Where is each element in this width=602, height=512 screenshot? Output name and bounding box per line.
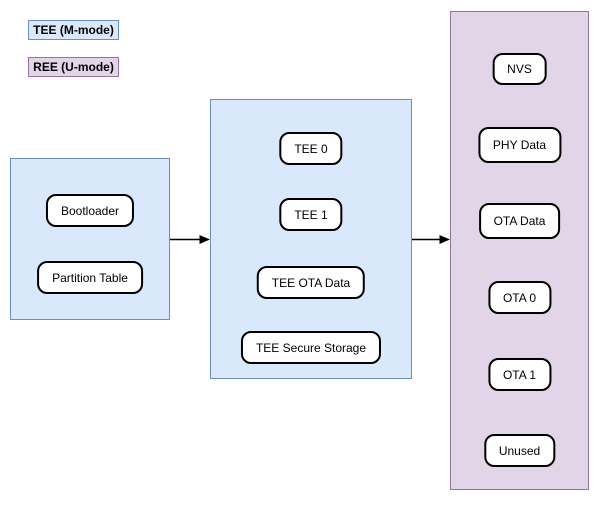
node-tee-ota-data: TEE OTA Data <box>256 266 366 299</box>
legend-ree-label: REE (U-mode) <box>33 60 114 74</box>
bootloader-group: Bootloader Partition Table <box>10 158 170 320</box>
node-bootloader-label: Bootloader <box>60 203 120 218</box>
node-nvs-label: NVS <box>507 62 532 76</box>
node-tee-0-label: TEE 0 <box>294 141 328 156</box>
node-tee-secure-storage-label: TEE Secure Storage <box>255 340 367 355</box>
node-ota-data: OTA Data <box>478 203 561 239</box>
arrow-bootloader-to-tee <box>170 235 210 244</box>
node-unused: Unused <box>483 434 556 467</box>
node-nvs: NVS <box>492 53 547 85</box>
node-unused-label: Unused <box>498 443 541 458</box>
arrow-tee-to-ree <box>412 235 450 244</box>
node-tee-0: TEE 0 <box>279 132 343 165</box>
node-ota-1-label: OTA 1 <box>502 367 537 382</box>
node-tee-secure-storage: TEE Secure Storage <box>240 331 382 364</box>
node-partition-table: Partition Table <box>37 261 143 294</box>
legend-tee-m-mode: TEE (M-mode) <box>28 20 119 40</box>
ree-group: NVS PHY Data OTA Data OTA 0 OTA 1 Unused <box>450 11 589 490</box>
node-tee-1-label: TEE 1 <box>294 207 328 222</box>
legend-tee-label: TEE (M-mode) <box>33 23 114 37</box>
node-bootloader: Bootloader <box>45 194 135 227</box>
node-ota-0-label: OTA 0 <box>502 290 537 305</box>
node-phy-data: PHY Data <box>477 127 562 163</box>
node-ota-0: OTA 0 <box>487 281 552 314</box>
node-ota-1: OTA 1 <box>487 358 552 391</box>
node-partition-table-label: Partition Table <box>52 270 128 285</box>
legend-ree-u-mode: REE (U-mode) <box>28 57 119 77</box>
node-tee-1: TEE 1 <box>279 198 343 231</box>
node-tee-ota-data-label: TEE OTA Data <box>271 275 351 290</box>
arrowhead-right-icon <box>439 235 450 244</box>
node-phy-data-label: PHY Data <box>492 138 547 152</box>
arrowhead-right-icon <box>199 235 210 244</box>
tee-group: TEE 0 TEE 1 TEE OTA Data TEE Secure Stor… <box>210 99 412 379</box>
node-ota-data-label: OTA Data <box>493 214 546 228</box>
